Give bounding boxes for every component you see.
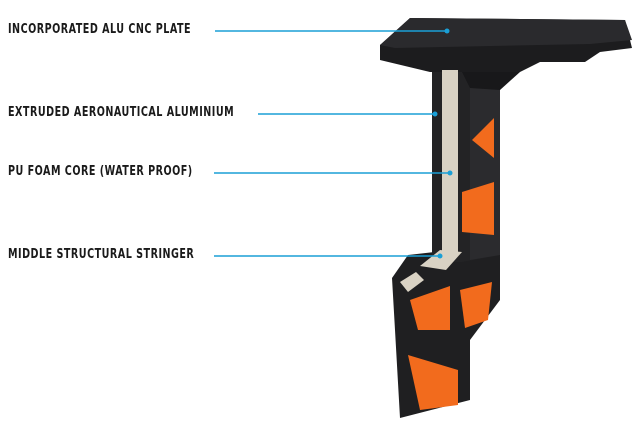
label-alu-cnc-plate: INCORPORATED ALU CNC PLATE [8, 22, 192, 37]
leader-lines [214, 30, 450, 257]
leader-dots [432, 28, 453, 259]
orange-accents [408, 118, 494, 410]
label-pu-foam-core: PU FOAM CORE (WATER PROOF) [8, 164, 193, 179]
label-extruded-aluminium: EXTRUDED AERONAUTICAL ALUMINIUM [8, 105, 235, 120]
label-structural-stringer: MIDDLE STRUCTURAL STRINGER [8, 247, 195, 262]
stringer-slot [400, 272, 424, 292]
cnc-plate-top [380, 18, 632, 48]
structural-stringer [420, 250, 462, 270]
plate-bracket [462, 72, 520, 90]
foam-core [442, 70, 458, 252]
